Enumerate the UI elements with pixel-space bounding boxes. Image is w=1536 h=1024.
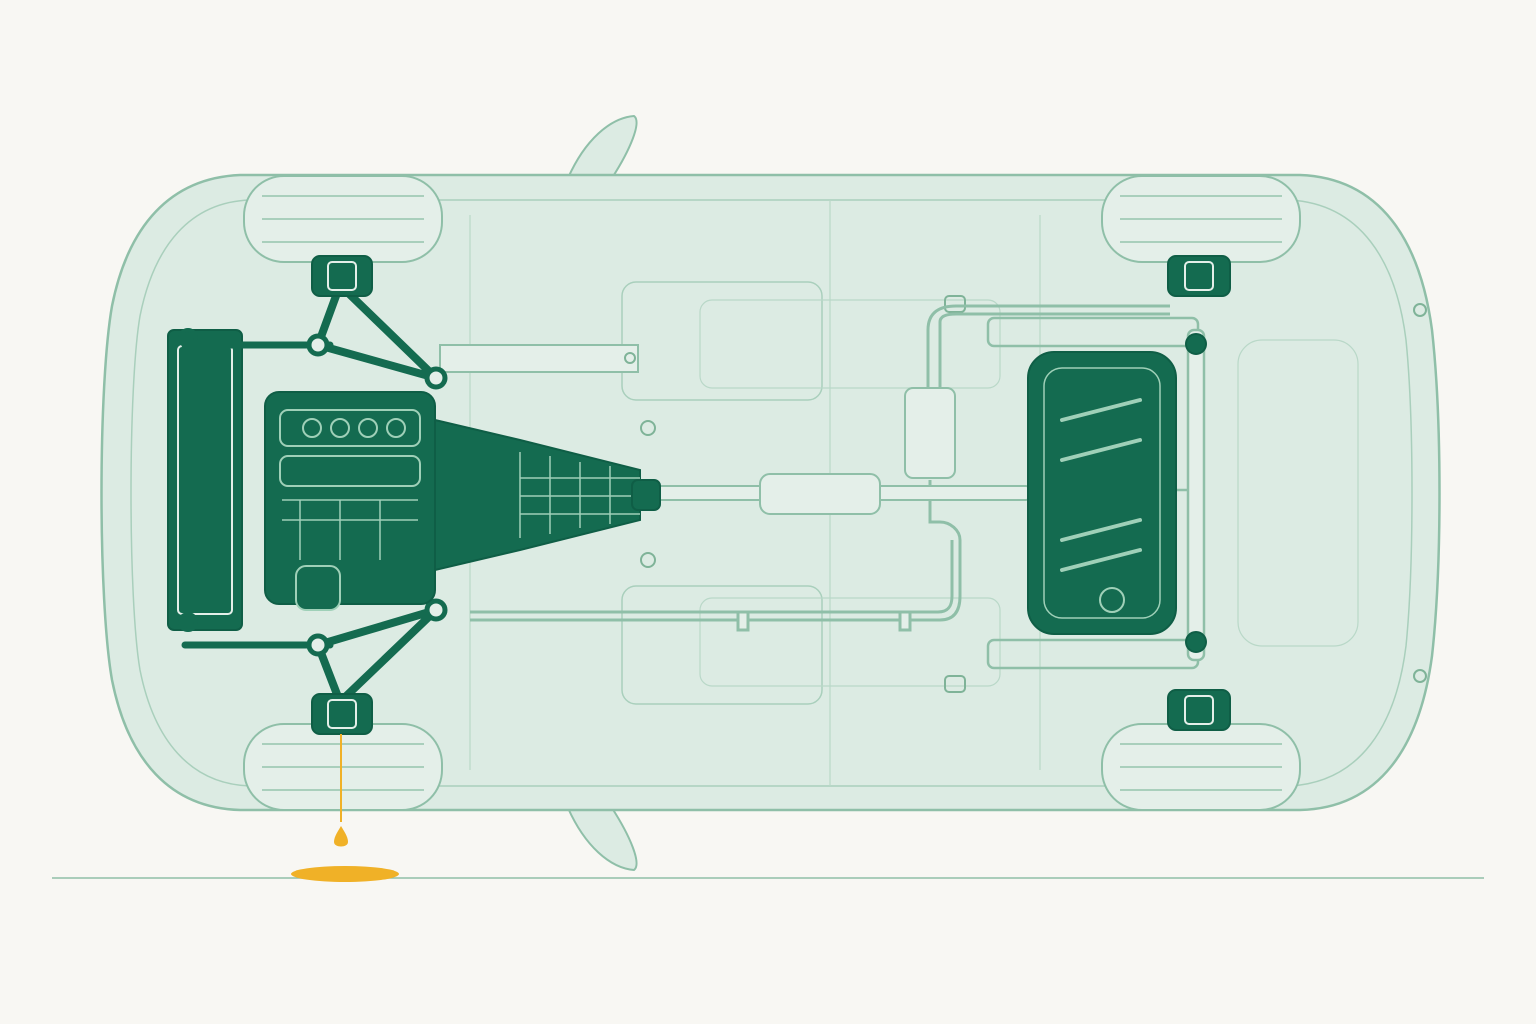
- oil-drop: [334, 826, 348, 847]
- left-mirror: [566, 114, 638, 179]
- rear-right-hub: [1167, 631, 1231, 731]
- transmission: [434, 418, 661, 572]
- rear-left-hub: [1167, 255, 1231, 355]
- right-mirror: [566, 807, 638, 872]
- rear-subframe: [986, 316, 1206, 670]
- fuel-tank: [1027, 351, 1177, 635]
- oil-leak: [291, 734, 399, 882]
- exhaust-system: [470, 304, 1170, 632]
- crossmember-bar: [439, 344, 639, 373]
- front-left-hub: [311, 255, 373, 297]
- front-subframe: [181, 341, 334, 649]
- front-left-tire: [243, 175, 443, 263]
- catalytic-converter: [904, 387, 956, 479]
- front-right-tire: [243, 723, 443, 811]
- oil-puddle: [291, 866, 399, 882]
- oil-drip-stream: [340, 734, 342, 822]
- radiator: [167, 328, 243, 632]
- driveshaft: [629, 473, 1031, 515]
- engine: [264, 391, 436, 611]
- rear-right-tire: [1101, 723, 1301, 811]
- front-right-hub: [311, 693, 373, 735]
- front-control-arms: [306, 281, 448, 706]
- rear-left-tire: [1101, 175, 1301, 263]
